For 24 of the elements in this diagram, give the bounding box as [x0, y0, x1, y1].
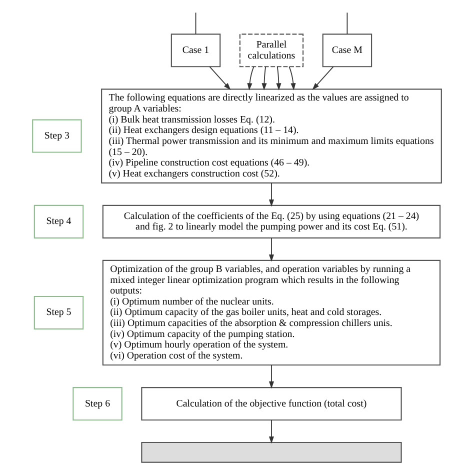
arrow [262, 66, 267, 90]
node-box: Case M [322, 34, 372, 68]
node-box: Calculation of the objective function (total cost) [141, 387, 402, 421]
arrow [209, 66, 231, 90]
node-box: Step 6 [72, 387, 122, 421]
node-box: Case 1 [170, 34, 221, 68]
node-box [141, 442, 402, 463]
node-box: Step 4 [34, 204, 84, 238]
node-box: Step 3 [32, 119, 82, 153]
arrow [247, 66, 254, 90]
arrow [276, 66, 282, 90]
arrow [312, 66, 334, 90]
connector [195, 12, 196, 34]
node-box: Optimization of the group B variables, and operation variables by running a mixed integer linear optimization program which results in the following outputs: (i) Optimum number of the nuclear units. (ii) Optimum capacity of the gas boiler units, heat and cold storages. (iii) Optimum capacities of the absorption & compression chillers unis. (iv) Optimum capacity of the pumping station. (v) Optimum hourly operation of the system. (vi) Operation cost of the system. [102, 260, 441, 366]
arrow [288, 66, 296, 90]
connector [346, 12, 348, 34]
arrow [268, 364, 274, 389]
node-box: Parallel calculations [239, 34, 304, 68]
arrow [268, 420, 274, 444]
node-box: The following equations are directly linearized as the values are assigned to group A variables: (i) Bulk heat transmission losses Eq. (12). (ii) Heat exchangers design equations (11 – 14). (iii) Thermal power transmission and its minimum and maximum limits equations (15 – 20). (iv) Pipeline construction cost equations (46 – 49). (v) Heat exchangers construction cost (52). [101, 88, 442, 184]
arrow [268, 238, 274, 262]
arrow [268, 182, 274, 207]
node-box: Step 5 [34, 296, 84, 330]
node-box: Calculation of the coefficients of the Eq. (25) by using equations (21 – 24) and fig. 2 to linearly model the pumping power and its cost Eq. (51). [102, 204, 441, 238]
